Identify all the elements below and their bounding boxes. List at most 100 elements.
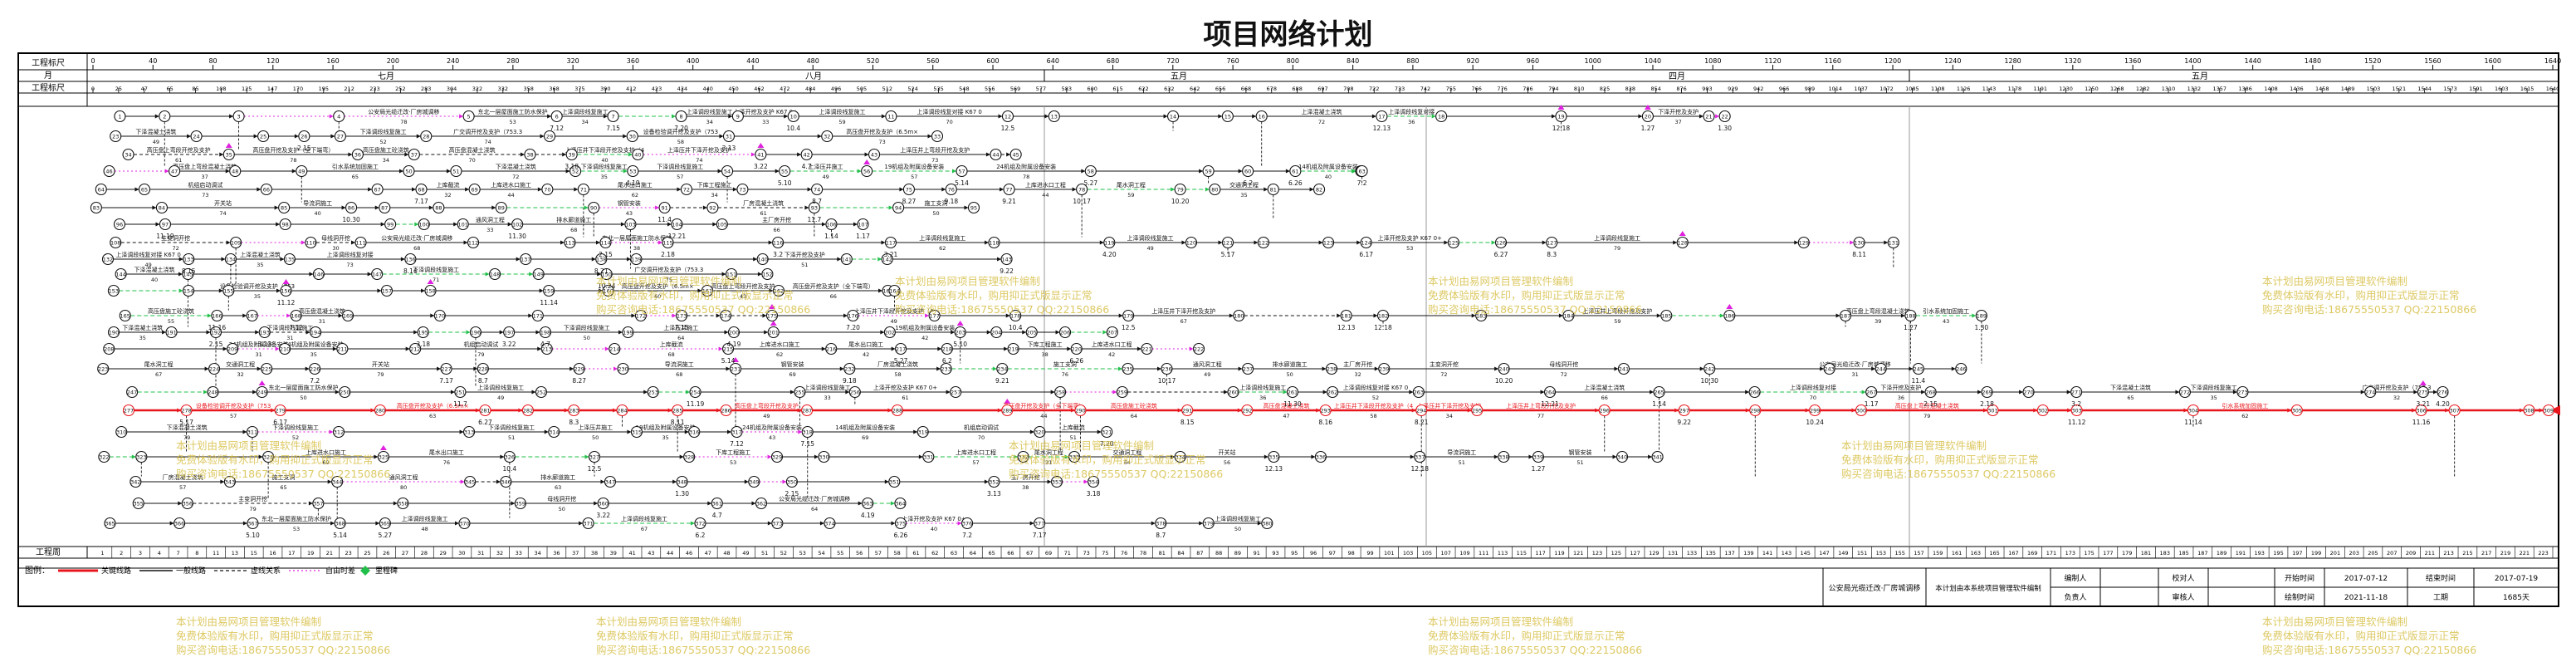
node-number: 39 [569,152,575,159]
day-tick: 929 [1728,86,1738,92]
activity-name: 上泽压井下泽段开挖及支护（4 [854,307,934,315]
activity-node [848,385,861,399]
activity-duration: 68 [413,245,420,252]
activity-node [675,110,687,123]
activity-name: 下泽调段线复施工 [272,424,319,431]
scale-tick: 960 [1527,57,1539,65]
activity-name: 下泽混凝土浇筑 [2110,384,2151,391]
activity-node [246,309,258,322]
node-number: 133 [183,257,193,263]
activity-duration: 69 [322,459,329,466]
activity-node [1562,309,1575,322]
node-number: 91 [661,205,667,212]
node-number: 52 [572,169,579,175]
node-number: 145 [183,272,193,278]
node-number: 374 [824,521,834,527]
scale-tick: 80 [208,57,217,65]
node-number: 178 [1010,313,1020,320]
activity-duration: 43 [626,210,633,217]
activity-node [1084,164,1097,178]
watermark-line: 购买咨询电话:18675550537 QQ:22150866 [1841,468,2056,480]
activity-duration: 31 [1852,371,1859,378]
activity-duration: 64 [677,335,684,341]
node-date: 11.14 [540,299,558,306]
scale-tick: 800 [1287,57,1299,65]
activity-name: 尾水洞工程 [144,360,174,368]
activity-duration: 67 [641,526,648,532]
day-tick: 854 [1651,86,1661,92]
node-number: 121 [1223,240,1233,247]
week-cell: 96 [1310,550,1317,556]
node-date: 7.15 [800,440,814,448]
activity-name: 上泽调段线复施工 [1127,234,1174,242]
day-tick: 876 [1676,86,1686,92]
activity-name: 19机组及附属设备安装 [895,324,955,331]
node-number: 211 [337,346,347,353]
activity-duration: 33 [762,119,769,125]
activity-node [500,475,512,488]
node-number: 64 [98,187,105,194]
node-number: 339 [1533,454,1543,461]
node-number: 217 [896,346,906,353]
activity-duration: 50 [1286,371,1293,378]
activity-node [310,326,322,339]
activity-node [503,326,516,339]
week-cell: 165 [1989,550,1999,556]
milestone-marker [379,445,387,450]
node-number: 194 [310,330,320,336]
activity-name: 施工支洞 [272,473,296,481]
activity-node [222,284,235,297]
node-number: 110 [306,240,315,247]
day-tick: 233 [369,86,379,92]
week-cell: 27 [402,550,408,556]
day-tick: 838 [1625,86,1635,92]
node-number: 202 [885,330,895,336]
node-number: 180 [1234,313,1244,320]
node-number: 265 [1654,390,1664,396]
day-tick: 722 [1369,86,1379,92]
node-date: 3.2 [773,251,783,258]
activity-node [2542,404,2555,417]
node-date: 12.18 [1552,125,1571,132]
node-number: 190 [109,330,119,336]
node-number: 109 [231,240,241,247]
activity-name: 上库进水口施工 [760,341,800,348]
activity-node [2448,404,2461,417]
node-number: 94 [895,205,902,212]
node-number: 329 [772,454,782,461]
activity-node [1227,385,1239,399]
node-number: 245 [1914,366,1923,373]
activity-node [126,385,139,399]
node-number: 129 [1799,240,1809,247]
node-number: 268 [1925,390,1935,396]
week-cell: 49 [742,550,749,556]
node-date: 12.5 [588,465,602,473]
activity-duration: 34 [581,119,588,125]
node-date: 10.20 [1171,198,1190,205]
activity-name: 上泽调段线复对接 [1790,384,1836,391]
activity-node [543,130,556,143]
scale-tick: 1320 [2065,57,2081,65]
activity-duration: 49 [1146,245,1153,252]
day-tick: 375 [574,86,584,92]
node-date: 7.17 [439,377,453,385]
activity-node [1475,309,1488,322]
week-cell: 8 [195,550,198,556]
activity-node [371,267,384,281]
scale-tick: 1160 [1825,57,1841,65]
activity-node [463,425,476,439]
node-number: 73 [739,187,745,194]
node-number: 349 [749,479,759,486]
activity-duration: 51 [1459,459,1465,466]
week-cell: 155 [1894,550,1904,556]
node-number: 352 [989,479,999,486]
node-number: 267 [1866,390,1876,396]
node-number: 303 [2071,408,2081,414]
activity-node [503,450,516,463]
activity-duration: 62 [632,192,638,199]
day-tick: 1458 [2315,86,2329,92]
activity-name: 上泽压井上弯段开挖及支护 [1582,307,1652,315]
activity-node [354,236,367,249]
week-cell: 28 [421,550,428,556]
